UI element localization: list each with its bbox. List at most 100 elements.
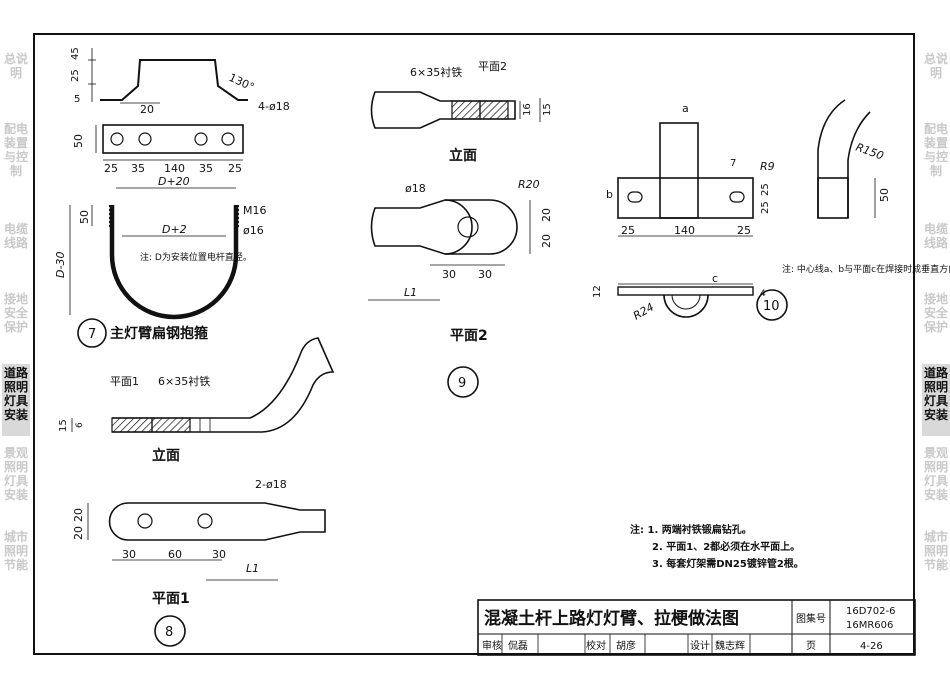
- fig7-dim-140: 140: [164, 162, 185, 175]
- fig10-label-a: a: [682, 102, 689, 115]
- fig9-dim-20b: 20: [540, 234, 553, 248]
- atlas-label: 图集号: [796, 612, 826, 625]
- design-label: 设计: [690, 639, 710, 652]
- fig7-caption: 主灯臂扁钢抱箍: [110, 325, 208, 342]
- fig9-elevation: [370, 91, 541, 129]
- right-section-tabs: 总说明 配电装置与控制 电缆线路 接地安全保护 道路照明灯具安装 景观照明灯具安…: [920, 0, 950, 691]
- fig10-dim-50: 50: [878, 188, 891, 202]
- fig9-L1: L1: [404, 286, 417, 299]
- note-3: 3. 每套灯架需DN25镀锌管2根。: [652, 557, 804, 570]
- tab-general-right[interactable]: 总说明: [923, 52, 948, 80]
- fig9-circle: [447, 366, 479, 398]
- fig8-elevation: [71, 337, 335, 433]
- fig9-elevation-label: 立面: [449, 147, 477, 164]
- fig8-dim-15: 15: [58, 419, 69, 432]
- tab-landscape-lighting[interactable]: 景观照明灯具安装: [3, 446, 28, 502]
- tab-power-distribution[interactable]: 配电装置与控制: [3, 122, 28, 178]
- fig7-dim-d30: D-30: [54, 252, 67, 278]
- fig9-dim-16: 16: [522, 103, 533, 116]
- fig8-dim-30b: 30: [212, 548, 226, 561]
- fig8-plan: [87, 502, 326, 581]
- designer-name: 魏志辉: [715, 639, 745, 652]
- fig7-bent-profile: [88, 48, 248, 104]
- fig8-callout-iron: 6×35衬铁: [158, 375, 210, 388]
- fig8-number: 8: [165, 625, 173, 640]
- atlas-number-2: 16MR606: [846, 620, 893, 631]
- left-section-tabs: 总说明 配电装置与控制 电缆线路 接地安全保护 道路照明灯具安装 景观照明灯具安…: [0, 0, 30, 691]
- tab-grounding-right[interactable]: 接地安全保护: [923, 292, 948, 334]
- fig10-saddle: [617, 286, 754, 318]
- fig10-circle: [756, 289, 788, 321]
- fig7-dim-50: 50: [72, 134, 85, 148]
- fig9-plan-label: 平面2: [450, 328, 488, 344]
- fig10-label-b: b: [606, 188, 613, 201]
- tab-grounding[interactable]: 接地安全保护: [3, 292, 28, 334]
- fig10-dim-4: 4: [760, 289, 766, 299]
- fig9-callout-plane: 平面2: [478, 60, 507, 73]
- fig7-note: 注: D为安装位置电杆直径。: [140, 251, 252, 263]
- fig7-dim-25: 25: [70, 69, 81, 82]
- fig10-r150: R150: [854, 141, 885, 163]
- fig10-dim-7: 7: [730, 158, 736, 169]
- title-block-lines: [477, 599, 916, 656]
- fig8-elevation-label: 立面: [152, 447, 180, 464]
- fig9-plan: [368, 199, 531, 301]
- tab-cable-lines[interactable]: 电缆线路: [3, 222, 28, 250]
- fig9-radius: R20: [518, 178, 540, 191]
- review-label: 审核: [482, 639, 502, 652]
- fig7-dim-25a: 25: [104, 162, 118, 175]
- fig8-dim-20a: 20: [72, 508, 85, 522]
- tab-road-lighting-right[interactable]: 道路照明灯具安装: [922, 364, 950, 436]
- fig10-dim-140: 140: [674, 224, 695, 237]
- fig8-callout-plane: 平面1: [110, 375, 139, 388]
- fig7-number: 7: [88, 327, 96, 342]
- note-1: 注: 1. 两端衬铁锻扁钻孔。: [630, 523, 752, 536]
- page-number: 4-26: [860, 641, 883, 652]
- fig7-bolt: M16: [243, 204, 267, 217]
- check-label: 校对: [586, 639, 606, 652]
- fig7-angle: 130°: [227, 71, 257, 94]
- fig7-dim-d2: D+2: [162, 223, 187, 236]
- fig7-dim-45: 45: [70, 47, 81, 60]
- fig7-dim-20: 20: [140, 103, 154, 116]
- fig10-bent-pipe: [817, 99, 876, 219]
- fig9-hole: ø18: [405, 182, 426, 195]
- drawing-title: 混凝土杆上路灯灯臂、拉梗做法图: [484, 608, 739, 629]
- fig9-number: 9: [458, 376, 466, 391]
- fig10-dim-25d: 25: [737, 224, 751, 237]
- fig7-rod: ø16: [243, 224, 264, 237]
- tab-energy-saving[interactable]: 城市照明节能: [3, 530, 28, 572]
- fig10-label-c: c: [712, 272, 718, 285]
- fig10-dim-12: 12: [592, 285, 603, 298]
- fig8-plan-label: 平面1: [152, 591, 190, 607]
- fig10-dim-25b: 25: [760, 201, 771, 214]
- fig8-holes: 2-ø18: [255, 478, 287, 491]
- fig7-dim-d20: D+20: [158, 175, 190, 188]
- fig10-r24: R24: [631, 301, 656, 323]
- fig8-dim-30a: 30: [122, 548, 136, 561]
- atlas-number-1: 16D702-6: [846, 606, 895, 617]
- fig7-strap-plan: [95, 124, 244, 189]
- tab-road-lighting[interactable]: 道路照明灯具安装: [2, 364, 30, 436]
- fig9-dim-20a: 20: [540, 208, 553, 222]
- fig7-dim-35a: 35: [131, 162, 145, 175]
- fig9-callout-iron: 6×35衬铁: [410, 66, 462, 79]
- tab-landscape-lighting-right[interactable]: 景观照明灯具安装: [923, 446, 948, 502]
- fig7-circle: [77, 318, 107, 348]
- fig7-dim-25b: 25: [228, 162, 242, 175]
- fig10-number: 10: [763, 299, 780, 314]
- fig8-dim-6: 6: [75, 422, 85, 428]
- tab-cable-lines-right[interactable]: 电缆线路: [923, 222, 948, 250]
- fig7-u-bolt: [69, 205, 239, 320]
- checker-name: 胡彦: [616, 639, 636, 652]
- fig7-hole-label: 4-ø18: [258, 100, 290, 113]
- tab-power-distribution-right[interactable]: 配电装置与控制: [923, 122, 948, 178]
- tab-general[interactable]: 总说明: [3, 52, 28, 80]
- fig9-dim-30a: 30: [442, 268, 456, 281]
- tab-energy-saving-right[interactable]: 城市照明节能: [923, 530, 948, 572]
- fig7-dim-50b: 50: [78, 210, 91, 224]
- fig8-dim-20b: 20: [72, 526, 85, 540]
- fig10-dim-25c: 25: [621, 224, 635, 237]
- fig10-dim-25a: 25: [760, 183, 771, 196]
